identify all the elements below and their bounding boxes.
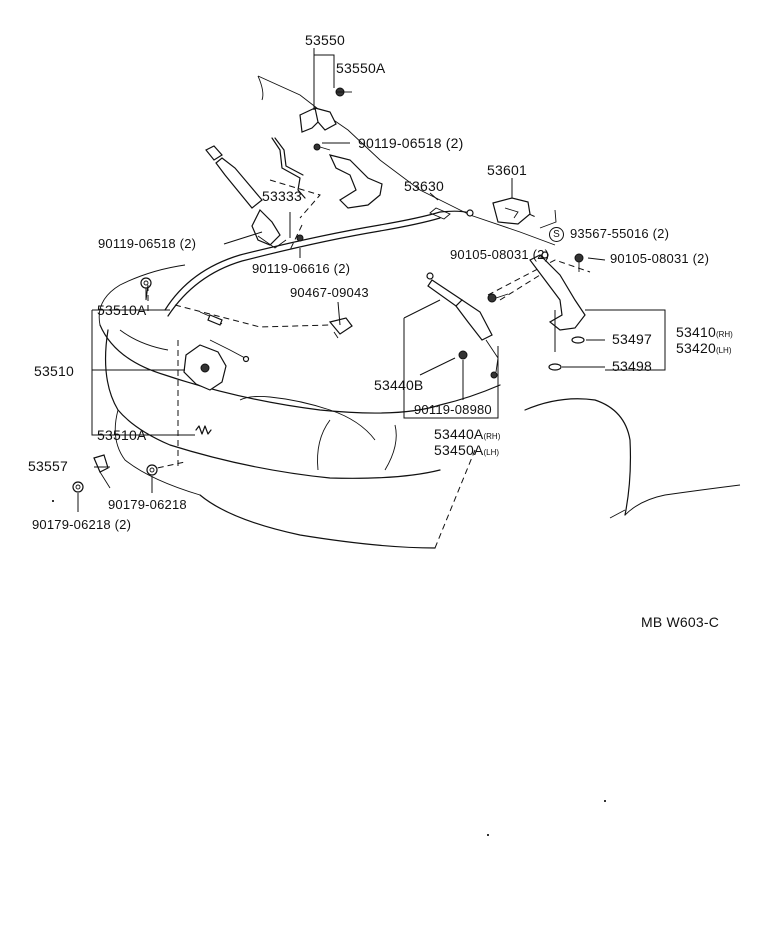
speck	[604, 800, 606, 802]
label-90179-06218: 90179-06218	[108, 497, 187, 512]
label-90179-06218-2: 90179-06218 (2)	[32, 517, 132, 532]
label-53440a-num: 53440A	[434, 426, 484, 442]
label-53550a: 53550A	[336, 60, 386, 76]
label-53410: 53410(RH)	[676, 324, 733, 343]
label-53333: 53333	[262, 188, 302, 204]
right-gas-strut	[426, 272, 499, 379]
label-93567-55016: S 93567-55016 (2)	[549, 226, 669, 242]
label-90119-06518-left: 90119-06518 (2)	[98, 236, 197, 251]
hood-panel	[257, 75, 557, 246]
label-90105-08031-mid: 90105-08031 (2)	[450, 247, 550, 262]
speck	[487, 834, 489, 836]
clip-53557	[93, 454, 111, 489]
bolt-90105-mid	[487, 293, 509, 303]
label-53420: 53420(LH)	[676, 340, 732, 359]
label-53550: 53550	[305, 32, 345, 48]
label-53450a-sfx: (LH)	[483, 448, 500, 457]
right-hinge	[529, 251, 586, 331]
label-53497: 53497	[612, 331, 652, 347]
label-53440b: 53440B	[374, 377, 424, 393]
label-53420-sfx: (LH)	[715, 346, 732, 355]
label-53498: 53498	[612, 358, 652, 374]
speck	[52, 500, 54, 502]
hood-stay	[271, 137, 306, 199]
label-53557: 53557	[28, 458, 68, 474]
label-53440a: 53440A(RH)	[434, 426, 500, 445]
label-53410-num: 53410	[676, 324, 716, 340]
body-shell	[98, 264, 741, 549]
label-53510a-bottom: 53510A	[97, 427, 147, 443]
label-53440a-sfx: (RH)	[483, 432, 501, 441]
label-53450a-num: 53450A	[434, 442, 484, 458]
label-53510a-top: 53510A	[97, 302, 147, 318]
clip-90467	[328, 317, 353, 339]
label-53410-sfx: (RH)	[715, 330, 733, 339]
bushings	[548, 336, 585, 371]
label-90467-09043: 90467-09043	[290, 285, 369, 300]
nut-90179	[72, 464, 158, 493]
label-53630: 53630	[404, 178, 444, 194]
s-circle-icon: S	[549, 226, 564, 242]
latch-spring	[195, 425, 212, 435]
label-53420-num: 53420	[676, 340, 716, 356]
dashed-leaders	[147, 179, 591, 471]
label-53510: 53510	[34, 363, 74, 379]
label-93567-text: 93567-55016 (2)	[570, 226, 670, 241]
release-cable	[164, 207, 474, 317]
label-53450a: 53450A(LH)	[434, 442, 499, 461]
label-90119-08980: 90119-08980	[414, 402, 492, 417]
bolt-left	[140, 277, 152, 289]
leader-lines	[77, 48, 666, 512]
diagram-code: MB W603-C	[641, 614, 720, 630]
lock-53601	[492, 197, 531, 225]
label-90119-06518-top: 90119-06518 (2)	[358, 135, 464, 151]
hood-latch	[183, 311, 250, 391]
hinge-bracket	[313, 143, 383, 209]
hinge-top	[299, 87, 352, 133]
label-53601: 53601	[487, 162, 527, 178]
left-gas-strut	[205, 145, 304, 249]
label-90105-08031-right: 90105-08031 (2)	[610, 251, 710, 266]
label-90119-06616: 90119-06616 (2)	[252, 261, 351, 276]
